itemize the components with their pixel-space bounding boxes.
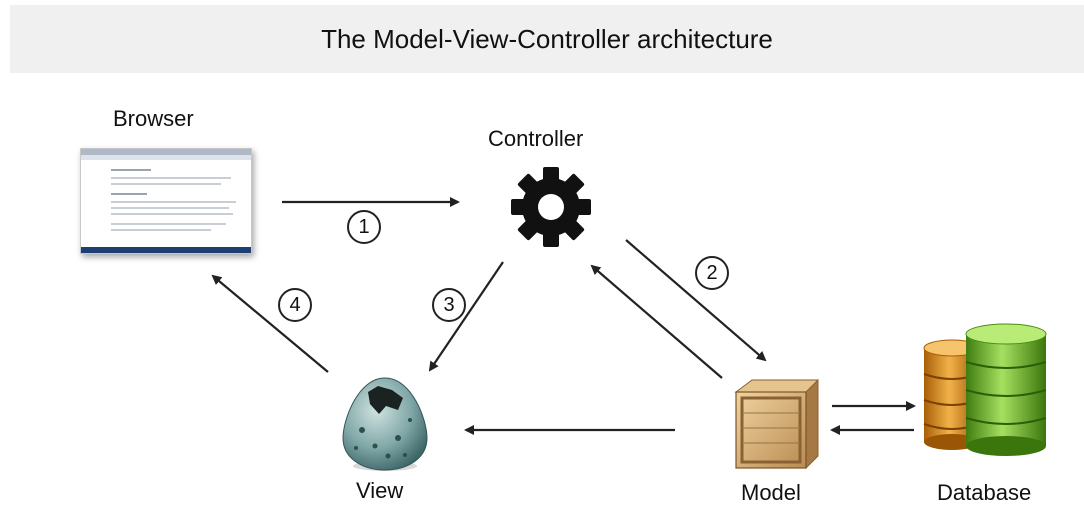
arrow-model-to-controller <box>590 264 723 379</box>
step-2-marker: 2 <box>695 256 729 290</box>
crate-icon <box>734 378 819 470</box>
controller-label: Controller <box>488 126 584 151</box>
browser-screenshot-icon <box>80 148 252 254</box>
database-cylinders-icon <box>923 323 1047 456</box>
database-label: Database <box>937 480 1032 505</box>
step-3-marker: 3 <box>432 288 466 322</box>
gear-icon <box>511 167 591 247</box>
arrow-controller-to-view <box>428 261 504 372</box>
arrow-view-to-browser <box>211 274 329 373</box>
model-label: Model <box>741 480 801 505</box>
title-bar: The Model-View-Controller architecture <box>10 5 1084 73</box>
browser-label: Browser <box>113 106 194 131</box>
step-4-marker: 4 <box>278 288 312 322</box>
diagram-title: The Model-View-Controller architecture <box>321 24 773 54</box>
egg-icon <box>342 377 428 471</box>
step-1-marker: 1 <box>347 210 381 244</box>
view-label: View <box>356 478 404 503</box>
arrow-controller-to-model <box>625 239 767 362</box>
